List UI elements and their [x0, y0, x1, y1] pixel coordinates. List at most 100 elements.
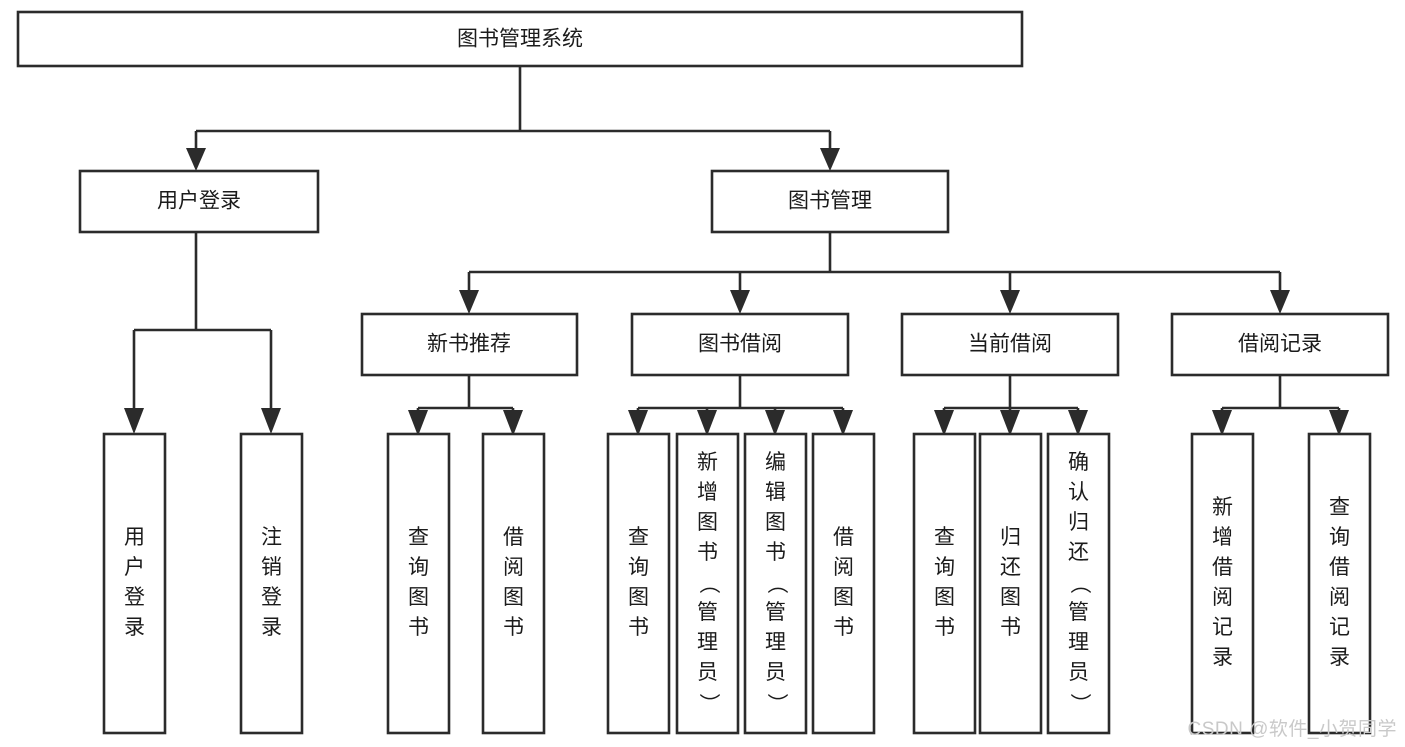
- arrow-record-to-leaf1: [1212, 410, 1232, 436]
- leaf-label-char: 书: [697, 541, 718, 564]
- leaf-label-char: 图: [765, 511, 786, 534]
- node-borrow-record[interactable]: 借阅记录: [1170, 312, 1390, 377]
- node-current-borrow-label: 当前借阅: [968, 333, 1052, 356]
- leaf-label-char: 登: [124, 586, 145, 609]
- leaf-label-char: 理: [1068, 631, 1089, 654]
- arrow-new-to-leaf1: [408, 410, 428, 436]
- leaf-node-query-book-current-box[interactable]: [912, 432, 977, 735]
- leaf-label-char: 注: [261, 526, 282, 549]
- leaf-label-char: 还: [1000, 556, 1021, 579]
- node-user-login-label: 用户登录: [157, 190, 241, 213]
- node-new-book-recommend-box[interactable]: [360, 312, 579, 377]
- node-book-management[interactable]: 图书管理: [710, 169, 950, 234]
- leaf-label-char: 编: [765, 451, 786, 474]
- leaf-node-user-login[interactable]: [102, 432, 167, 735]
- leaf-label-char: ）: [765, 693, 788, 714]
- leaf-label-char: 户: [124, 556, 145, 579]
- leaf-node-edit-book-admin-box[interactable]: [743, 432, 808, 735]
- leaf-node-add-borrow-record-box[interactable]: [1190, 432, 1255, 735]
- leaf-label-char: （: [697, 573, 720, 594]
- leaf-label-char: 管: [697, 601, 718, 624]
- leaf-label-char: 询: [1329, 526, 1350, 549]
- connector-group-new-books: [408, 375, 523, 436]
- leaf-label-char: 查: [408, 526, 429, 549]
- leaf-label-char: 用: [124, 526, 145, 549]
- leaf-label-char: （: [1068, 573, 1091, 594]
- leaf-label-char: 借: [833, 526, 854, 549]
- leaf-node-query-book-borrow-box[interactable]: [606, 432, 671, 735]
- leaf-label-char: 查: [628, 526, 649, 549]
- node-user-login-box[interactable]: [78, 169, 320, 234]
- arrow-borrow-to-leaf2: [697, 410, 717, 436]
- leaf-node-borrow-book-new[interactable]: [481, 432, 546, 735]
- node-book-management-label: 图书管理: [788, 190, 872, 213]
- leaf-label-char: 借: [1329, 556, 1350, 579]
- leaf-node-confirm-return-admin[interactable]: [1046, 432, 1111, 735]
- node-current-borrow[interactable]: 当前借阅: [900, 312, 1120, 377]
- arrow-book-to-current: [1000, 290, 1020, 314]
- leaf-node-add-book-admin[interactable]: [675, 432, 740, 735]
- leaf-node-borrow-book-new-box[interactable]: [481, 432, 546, 735]
- node-new-book-recommend[interactable]: 新书推荐: [360, 312, 579, 377]
- node-book-borrow-box[interactable]: [630, 312, 850, 377]
- leaf-label-char: 记: [1329, 616, 1350, 639]
- node-current-borrow-box[interactable]: [900, 312, 1120, 377]
- leaf-label-char: 员: [765, 661, 786, 684]
- leaf-label-char: 查: [1329, 496, 1350, 519]
- leaf-node-borrow-book[interactable]: [811, 432, 876, 735]
- leaf-node-query-borrow-record-box[interactable]: [1307, 432, 1372, 735]
- leaf-node-edit-book-admin[interactable]: [743, 432, 808, 735]
- node-book-borrow-label: 图书借阅: [698, 333, 782, 356]
- leaf-label-char: ）: [697, 693, 720, 714]
- leaf-node-confirm-return-admin-box[interactable]: [1046, 432, 1111, 735]
- leaf-label-char: 记: [1212, 616, 1233, 639]
- node-book-management-box[interactable]: [710, 169, 950, 234]
- leaf-label-char: 书: [765, 541, 786, 564]
- leaf-node-query-book-borrow[interactable]: [606, 432, 671, 735]
- leaf-node-query-borrow-record[interactable]: [1307, 432, 1372, 735]
- leaf-label-char: 图: [503, 586, 524, 609]
- arrow-record-to-leaf2: [1329, 410, 1349, 436]
- arrow-user-to-leaf1: [124, 408, 144, 434]
- leaf-label-char: 辑: [765, 481, 786, 504]
- leaf-node-user-login-box[interactable]: [102, 432, 167, 735]
- leaf-node-return-book[interactable]: [978, 432, 1043, 735]
- leaf-label-char: 销: [261, 556, 282, 579]
- leaf-node-query-book-new-box[interactable]: [386, 432, 451, 735]
- leaf-label-char: 管: [765, 601, 786, 624]
- leaf-node-logout[interactable]: [239, 432, 304, 735]
- leaf-label-char: 借: [1212, 556, 1233, 579]
- leaf-label-char: 阅: [1212, 586, 1233, 609]
- arrow-user-to-leaf2: [261, 408, 281, 434]
- leaf-label-char: 书: [833, 616, 854, 639]
- arrow-current-to-leaf2: [1000, 410, 1020, 436]
- arrow-new-to-leaf2: [503, 410, 523, 436]
- connector-group-book-management: [459, 232, 1290, 314]
- leaf-label-char: 书: [628, 616, 649, 639]
- leaf-node-query-book-current[interactable]: [912, 432, 977, 735]
- leaf-label-char: 增: [697, 481, 718, 504]
- node-user-login[interactable]: 用户登录: [78, 169, 320, 234]
- node-book-borrow[interactable]: 图书借阅: [630, 312, 850, 377]
- node-root-system[interactable]: 图书管理系统: [16, 10, 1024, 68]
- leaf-label-char: 归: [1000, 526, 1021, 549]
- leaf-node-query-book-new[interactable]: [386, 432, 451, 735]
- leaf-node-add-borrow-record[interactable]: [1190, 432, 1255, 735]
- leaf-label-char: 图: [408, 586, 429, 609]
- leaf-label-char: ）: [1068, 693, 1091, 714]
- leaf-label-char: 录: [1212, 646, 1233, 669]
- leaf-vertical-label-group: 用户登录注销登录查询图书借阅图书查询图书新增图书（管理员）编辑图书（管理员）借阅…: [124, 451, 1350, 714]
- node-root-box[interactable]: [16, 10, 1024, 68]
- leaf-label-char: 图: [628, 586, 649, 609]
- node-borrow-record-box[interactable]: [1170, 312, 1390, 377]
- leaf-node-borrow-book-box[interactable]: [811, 432, 876, 735]
- node-new-book-recommend-label: 新书推荐: [427, 333, 511, 356]
- leaf-node-return-book-box[interactable]: [978, 432, 1043, 735]
- leaf-label-char: 图: [697, 511, 718, 534]
- leaf-label-char: 认: [1068, 481, 1089, 504]
- arrow-current-to-leaf3: [1068, 410, 1088, 436]
- leaf-node-add-book-admin-box[interactable]: [675, 432, 740, 735]
- leaf-node-logout-box[interactable]: [239, 432, 304, 735]
